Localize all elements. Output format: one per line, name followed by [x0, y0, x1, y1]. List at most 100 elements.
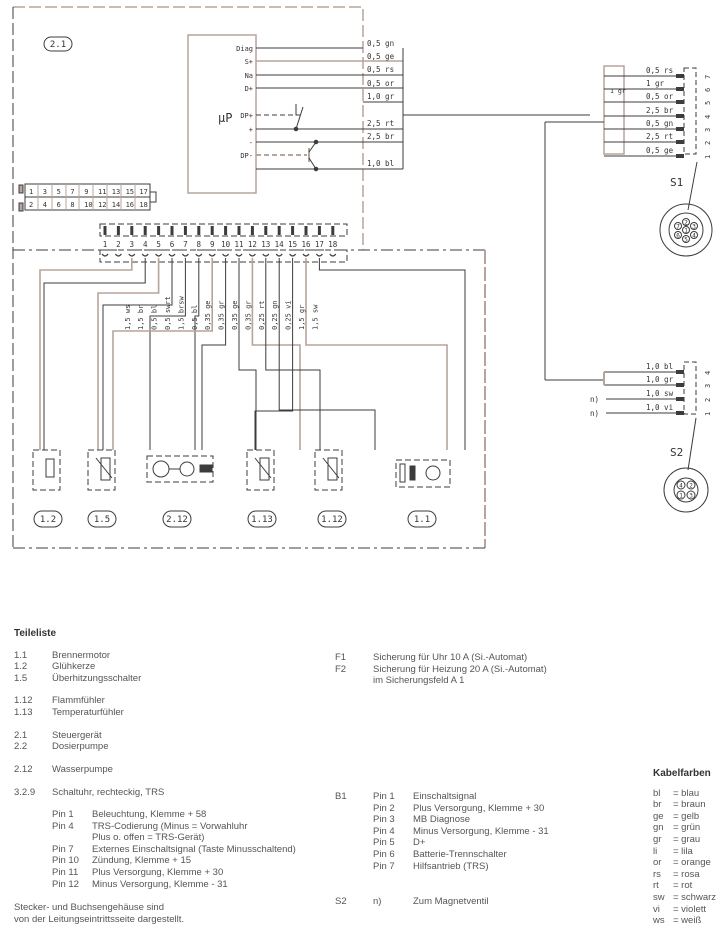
- wire-label: 2,5 br: [367, 132, 395, 141]
- terminal-number: 11: [234, 240, 243, 249]
- s2-note-desc: Zum Magnetventil: [413, 896, 489, 908]
- housing-note-2: von der Leitungseintrittsseite dargestel…: [14, 913, 185, 925]
- terminal-pin: [116, 226, 120, 235]
- harness-wire: [201, 258, 227, 450]
- s1-wire-label: 0,5 gn: [646, 119, 673, 128]
- harness-wire: [149, 258, 186, 450]
- terminal-pin: [277, 226, 281, 235]
- connector-pin-number: 11: [98, 188, 106, 196]
- s1-face-number: 3: [692, 224, 696, 231]
- b1-pin-desc: Plus Versorgung, Klemme + 30: [413, 802, 545, 814]
- b1-id: [335, 849, 373, 861]
- terminal-number: 15: [288, 240, 297, 249]
- harness-wire: [102, 258, 173, 450]
- harness-wire-label: 0,35 ge: [231, 300, 239, 330]
- fuse-item: im Sicherungsfeld A 1: [335, 675, 595, 687]
- wire-label: 0,5 gn: [367, 39, 394, 48]
- harness-wire: [238, 258, 257, 450]
- harness-wire-label: 0,5 bl: [191, 305, 199, 330]
- cable-color-item-col: = blau: [673, 787, 700, 799]
- cu-pin-label: -: [249, 139, 253, 147]
- cable-color-item-col: = grün: [673, 822, 701, 834]
- part-item-col: Dosierpumpe: [52, 741, 109, 753]
- terminal-socket: [222, 253, 230, 257]
- s1-wire-label: 1 gr: [646, 79, 665, 88]
- cable-color-item: li= lila: [653, 846, 726, 858]
- s1-contact: [676, 114, 684, 118]
- s2-pin-number: 2: [704, 398, 712, 402]
- b1-pin-pin: Pin 2: [373, 802, 395, 814]
- terminal-number: 2: [116, 240, 121, 249]
- s2-face-pin: [676, 480, 686, 490]
- connector-pin-number: 5: [57, 188, 61, 196]
- terminal-socket: [235, 253, 243, 257]
- terminal-pin: [291, 226, 295, 235]
- b1-pin-desc: Minus Versorgung, Klemme - 31: [413, 825, 549, 837]
- cable-color-item-col: = schwarz: [673, 891, 717, 903]
- cu-pin-label: DP-: [240, 152, 253, 160]
- harness-wire: [318, 258, 466, 450]
- s1-contact: [676, 154, 684, 158]
- connector-pin-number: 17: [139, 188, 147, 196]
- cable-color-item-col: = orange: [673, 857, 711, 869]
- connector-pin-number: 9: [84, 188, 88, 196]
- s1-contact: [676, 100, 684, 104]
- harness-wire-label: 0,25 gn: [271, 300, 279, 330]
- harness-wire-label: 1,5 br: [137, 305, 145, 330]
- timer-pin-col: Pin 10: [52, 855, 79, 867]
- connector-pin-number: 13: [112, 188, 120, 196]
- cable-color-item-col: = grau: [673, 833, 701, 845]
- parts-list-title: Teileliste: [14, 628, 57, 639]
- timer-pin: Plus o. offen = TRS-Gerät): [52, 832, 334, 844]
- terminal-number: 16: [301, 240, 311, 249]
- cable-color-item-col: = lila: [673, 845, 693, 857]
- cu-pin-label: Na: [245, 72, 253, 80]
- cable-color-item: gr= grau: [653, 834, 726, 846]
- terminal-socket: [168, 253, 176, 257]
- timer-pin-col: Plus o. offen = TRS-Gerät): [92, 832, 205, 844]
- timer-pin-col: Beleuchtung, Klemme + 58: [92, 808, 207, 820]
- s1-face-number: 2: [684, 220, 688, 227]
- s1-pin-number: 7: [704, 75, 712, 79]
- harness-wire: [278, 258, 376, 450]
- terminal-pin: [250, 226, 254, 235]
- s1-contact: [676, 74, 684, 78]
- s2-note-mark: n): [373, 896, 382, 908]
- part-item-col: Flammfühler: [52, 695, 105, 707]
- timer-id: 3.2.9: [14, 787, 36, 799]
- terminal-socket: [248, 253, 256, 257]
- terminal-socket: [275, 253, 283, 257]
- s2-face-number: 4: [679, 483, 683, 490]
- s2-pin-number: 3: [704, 384, 712, 388]
- terminal-socket: [155, 253, 163, 257]
- terminal-socket: [289, 253, 297, 257]
- terminal-socket: [114, 253, 122, 257]
- harness-wire-label: 0,35 gr: [218, 300, 226, 330]
- terminal-pin: [224, 226, 228, 235]
- connector-pin-number: 8: [70, 201, 74, 209]
- cable-color-item-col: = rot: [673, 880, 693, 892]
- s1-face-pin: [674, 231, 682, 239]
- s1-pin-number: 1: [704, 155, 712, 159]
- cable-color-item-col: = rosa: [673, 868, 700, 880]
- component-capsule: [247, 510, 277, 528]
- connector-pin-number: 6: [57, 201, 61, 209]
- harness-wire: [43, 258, 146, 450]
- timer-pin-col: Pin 1: [52, 808, 74, 820]
- timer-pin-col: Pin 11: [52, 866, 79, 878]
- terminal-number: 14: [275, 240, 285, 249]
- cable-color-item-col: = violett: [673, 903, 707, 915]
- s1-pin-number: 2: [704, 141, 712, 145]
- cu-pin-label: D+: [245, 85, 253, 93]
- s1-branch-label: 1 gr: [610, 87, 626, 95]
- connector-pin-number: 15: [126, 188, 134, 196]
- terminal-socket: [101, 253, 109, 257]
- terminal-number: 7: [183, 240, 188, 249]
- terminal-pin: [317, 226, 321, 235]
- b1-id: B1: [335, 791, 347, 802]
- connector-pin-number: 7: [70, 188, 74, 196]
